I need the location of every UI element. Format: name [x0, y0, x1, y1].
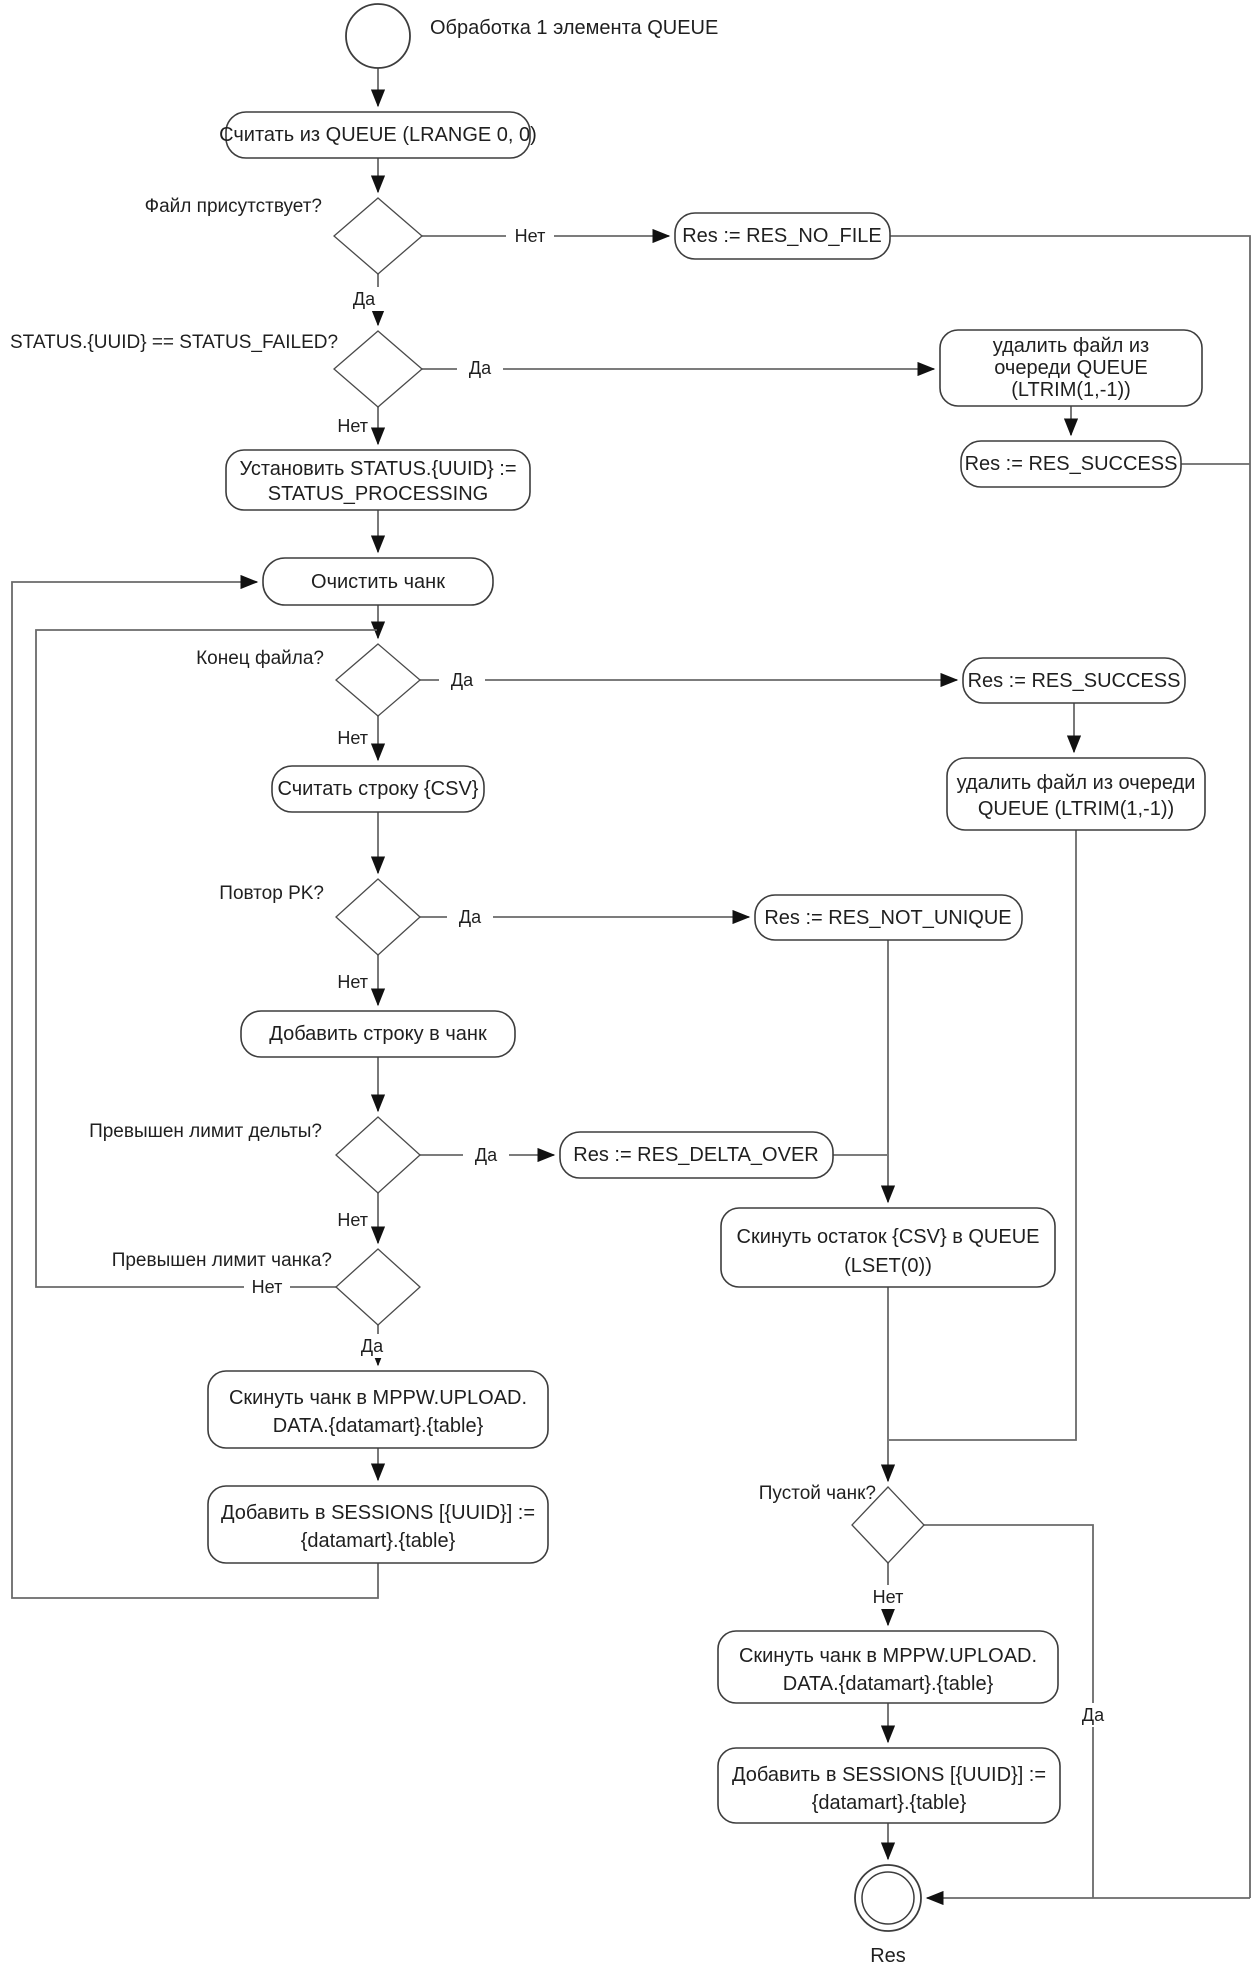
svg-text:Да: Да — [451, 670, 474, 690]
decision-chunk-limit-label: Превышен лимит чанка? — [112, 1250, 332, 1271]
svg-text:QUEUE (LTRIM(1,-1)): QUEUE (LTRIM(1,-1)) — [978, 798, 1174, 820]
svg-text:Добавить в SESSIONS [{UUID}] :: Добавить в SESSIONS [{UUID}] := — [221, 1502, 535, 1524]
svg-text:{datamart}.{table}: {datamart}.{table} — [301, 1530, 456, 1552]
svg-text:Скинуть остаток {CSV} в QUEUE: Скинуть остаток {CSV} в QUEUE — [737, 1226, 1040, 1248]
edge-label-yes-status-failed: Да — [457, 356, 503, 380]
edge-label-yes-end-of-file: Да — [439, 668, 485, 692]
decision-status-failed: STATUS.{UUID} == STATUS_FAILED? — [10, 330, 423, 408]
node-delete-file-queue-eof: удалить файл из очереди QUEUE (LTRIM(1,-… — [946, 757, 1206, 831]
svg-text:Да: Да — [1082, 1705, 1105, 1725]
node-res-no-file: Res := RES_NO_FILE — [674, 212, 891, 260]
svg-text:Да: Да — [353, 289, 376, 309]
svg-text:Нет: Нет — [337, 728, 368, 748]
svg-text:Res := RES_NO_FILE: Res := RES_NO_FILE — [682, 225, 882, 247]
edge-label-no-empty-chunk: Нет — [865, 1585, 911, 1609]
node-res-delta-over: Res := RES_DELTA_OVER — [559, 1131, 834, 1179]
svg-text:Res := RES_NOT_UNIQUE: Res := RES_NOT_UNIQUE — [764, 907, 1011, 929]
svg-text:Добавить в SESSIONS [{UUID}] :: Добавить в SESSIONS [{UUID}] := — [732, 1764, 1046, 1786]
diagram-title: Обработка 1 элемента QUEUE — [430, 17, 718, 39]
svg-text:Нет: Нет — [337, 1210, 368, 1230]
svg-text:Res := RES_SUCCESS: Res := RES_SUCCESS — [968, 670, 1181, 692]
node-res-success-eof: Res := RES_SUCCESS — [962, 657, 1186, 704]
edge-labels: Нет Да Да Нет Да Нет Да Нет Да — [244, 224, 1116, 1727]
edge-label-no-delta-limit: Нет — [337, 1210, 368, 1230]
svg-text:очереди QUEUE: очереди QUEUE — [994, 357, 1148, 379]
svg-text:Установить STATUS.{UUID} :=: Установить STATUS.{UUID} := — [239, 458, 516, 480]
edge-label-yes-file-present: Да — [341, 287, 387, 311]
edge-label-yes-delta-limit: Да — [463, 1143, 509, 1167]
node-add-sessions-left: Добавить в SESSIONS [{UUID}] := {datamar… — [207, 1485, 549, 1564]
svg-text:Res := RES_SUCCESS: Res := RES_SUCCESS — [965, 453, 1178, 475]
decision-file-present-label: Файл присутствует? — [145, 196, 322, 217]
svg-text:Нет: Нет — [252, 1277, 283, 1297]
node-clear-chunk: Очистить чанк — [262, 557, 494, 606]
decision-delta-limit: Превышен лимит дельты? — [89, 1116, 421, 1194]
node-add-row-to-chunk: Добавить строку в чанк — [240, 1010, 516, 1058]
node-read-queue: Считать из QUEUE (LRANGE 0, 0) — [219, 111, 537, 159]
node-res-success-top: Res := RES_SUCCESS — [960, 440, 1182, 488]
svg-text:Скинуть чанк в MPPW.UPLOAD.: Скинуть чанк в MPPW.UPLOAD. — [229, 1387, 527, 1409]
decision-repeat-pk: Повтор PK? — [219, 878, 421, 956]
decision-empty-chunk-label: Пустой чанк? — [759, 1483, 876, 1504]
svg-text:{datamart}.{table}: {datamart}.{table} — [812, 1792, 967, 1814]
node-delete-file-queue: удалить файл из очереди QUEUE (LTRIM(1,-… — [939, 329, 1203, 407]
svg-text:DATA.{datamart}.{table}: DATA.{datamart}.{table} — [273, 1415, 484, 1437]
svg-text:Скинуть чанк в MPPW.UPLOAD.: Скинуть чанк в MPPW.UPLOAD. — [739, 1645, 1037, 1667]
edge-label-yes-empty-chunk: Да — [1070, 1703, 1116, 1727]
edge-label-no-status-failed: Нет — [337, 416, 368, 436]
end-node-label: Res — [870, 1945, 906, 1967]
node-res-not-unique: Res := RES_NOT_UNIQUE — [754, 894, 1023, 941]
start-node — [345, 3, 411, 69]
node-set-status-processing: Установить STATUS.{UUID} := STATUS_PROCE… — [225, 449, 531, 511]
node-flush-chunk-right: Скинуть чанк в MPPW.UPLOAD. DATA.{datama… — [717, 1630, 1059, 1704]
decision-delta-limit-label: Превышен лимит дельты? — [89, 1121, 322, 1142]
end-node: Res — [854, 1864, 922, 1967]
svg-text:Да: Да — [475, 1145, 498, 1165]
svg-text:Нет: Нет — [873, 1587, 904, 1607]
edge-label-no-repeat-pk: Нет — [337, 972, 368, 992]
node-flush-rest-queue: Скинуть остаток {CSV} в QUEUE (LSET(0)) — [720, 1207, 1056, 1288]
svg-text:удалить файл из: удалить файл из — [993, 335, 1149, 357]
svg-text:(LTRIM(1,-1)): (LTRIM(1,-1)) — [1011, 379, 1131, 401]
svg-text:Да: Да — [459, 907, 482, 927]
decision-status-failed-label: STATUS.{UUID} == STATUS_FAILED? — [10, 332, 338, 353]
edge-label-yes-repeat-pk: Да — [447, 905, 493, 929]
edge-label-no-chunk-limit: Нет — [244, 1275, 290, 1299]
svg-text:Res := RES_DELTA_OVER: Res := RES_DELTA_OVER — [573, 1144, 818, 1166]
svg-text:STATUS_PROCESSING: STATUS_PROCESSING — [268, 483, 488, 505]
decision-chunk-limit: Превышен лимит чанка? — [112, 1248, 421, 1326]
edge-label-no-end-of-file: Нет — [337, 728, 368, 748]
svg-text:Нет: Нет — [337, 972, 368, 992]
decision-repeat-pk-label: Повтор PK? — [219, 883, 324, 904]
decision-end-of-file: Конец файла? — [196, 643, 421, 717]
svg-text:Нет: Нет — [337, 416, 368, 436]
svg-text:Считать из QUEUE (LRANGE 0, 0): Считать из QUEUE (LRANGE 0, 0) — [219, 124, 537, 146]
svg-text:Нет: Нет — [515, 226, 546, 246]
decision-end-of-file-label: Конец файла? — [196, 648, 324, 669]
node-add-sessions-right: Добавить в SESSIONS [{UUID}] := {datamar… — [717, 1747, 1061, 1824]
node-flush-chunk-left: Скинуть чанк в MPPW.UPLOAD. DATA.{datama… — [207, 1370, 549, 1449]
svg-text:Добавить строку в чанк: Добавить строку в чанк — [269, 1023, 487, 1045]
connectors — [11, 68, 1251, 1906]
svg-text:(LSET(0)): (LSET(0)) — [844, 1255, 932, 1277]
svg-text:Очистить чанк: Очистить чанк — [311, 571, 445, 593]
svg-text:Да: Да — [469, 358, 492, 378]
edge-label-yes-chunk-limit: Да — [349, 1334, 395, 1358]
svg-text:Да: Да — [361, 1336, 384, 1356]
decision-file-present: Файл присутствует? — [145, 196, 423, 275]
decision-empty-chunk: Пустой чанк? — [759, 1483, 925, 1564]
svg-text:Считать строку {CSV}: Считать строку {CSV} — [278, 778, 479, 800]
node-read-row: Считать строку {CSV} — [271, 765, 485, 813]
edge-label-no-file-present: Нет — [506, 224, 554, 248]
svg-text:DATA.{datamart}.{table}: DATA.{datamart}.{table} — [783, 1673, 994, 1695]
svg-text:удалить файл из очереди: удалить файл из очереди — [957, 772, 1196, 794]
